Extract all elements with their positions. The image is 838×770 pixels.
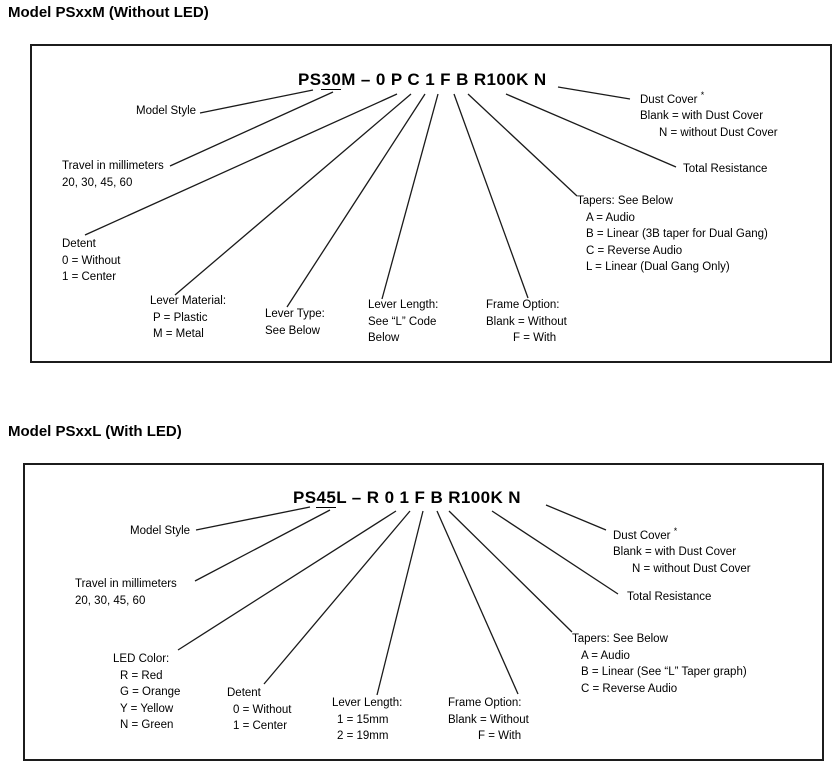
label-led-color: LED Color: R = Red G = Orange Y = Yellow… <box>113 651 180 734</box>
label-line: Detent <box>62 238 96 250</box>
label-line: Lever Length: <box>332 697 403 709</box>
label-detent: Detent 0 = Without 1 = Center <box>62 236 121 286</box>
label-line: N = without Dust Cover <box>632 562 751 575</box>
label-line: N = without Dust Cover <box>659 126 778 139</box>
label-travel: Travel in millimeters 20, 30, 45, 60 <box>62 158 164 191</box>
label-line: L = Linear (Dual Gang Only) <box>586 261 730 273</box>
label-line: N = Green <box>120 719 174 731</box>
label-line: A = Audio <box>586 211 635 224</box>
label-frame-option: Frame Option: Blank = Without F = With <box>486 297 567 347</box>
label-line: Total Resistance <box>627 591 712 603</box>
label-frame-option: Frame Option: Blank = Without F = With <box>448 695 529 745</box>
label-line: Lever Material: <box>150 295 227 307</box>
label-line: B = Linear (3B taper for Dual Gang) <box>586 228 768 240</box>
label-line: Lever Length: <box>368 299 439 311</box>
label-line: F = With <box>478 730 522 742</box>
label-tapers: Tapers: See Below A = Audio B = Linear (… <box>577 193 768 276</box>
label-line: A = Audio <box>581 649 630 662</box>
label-line: See Below <box>265 324 320 337</box>
label-line: Travel in millimeters <box>62 160 164 172</box>
label-line: G = Orange <box>120 686 181 698</box>
label-line: 1 = Center <box>233 720 288 732</box>
label-line: Y = Yellow <box>120 702 174 715</box>
label-detent: Detent 0 = Without 1 = Center <box>227 685 292 735</box>
label-dust-cover: Dust Cover * Blank = with Dust Cover N =… <box>640 87 778 141</box>
label-line: P = Plastic <box>153 311 208 324</box>
label-line: 0 = Without <box>233 703 292 716</box>
label-dust-cover: Dust Cover * Blank = with Dust Cover N =… <box>613 523 751 577</box>
asterisk: * <box>700 90 705 100</box>
section-l-part-number: PS45L – R 0 1 F B R100K N <box>293 488 521 508</box>
label-total-resistance: Total Resistance <box>683 161 767 178</box>
label-line: Blank = Without <box>448 713 529 726</box>
label-line: Dust Cover * <box>613 523 751 544</box>
label-lever-length: Lever Length: See “L” Code Below <box>368 297 438 347</box>
label-total-resistance: Total Resistance <box>627 589 711 606</box>
section-m-part-number: PS30M – 0 P C 1 F B R100K N <box>298 70 547 90</box>
label-line: Model Style <box>130 525 191 537</box>
label-line: Total Resistance <box>683 163 768 175</box>
dust-cover-title: Dust Cover <box>613 529 674 542</box>
pn-suffix: M – 0 P C 1 F B R100K N <box>341 70 547 89</box>
label-line: Blank = Without <box>486 315 567 328</box>
label-line: Frame Option: <box>486 299 560 311</box>
label-line: 20, 30, 45, 60 <box>75 594 146 607</box>
label-line: Blank = with Dust Cover <box>613 546 737 559</box>
label-line: Blank = with Dust Cover <box>640 110 764 123</box>
label-lever-length: Lever Length: 1 = 15mm 2 = 19mm <box>332 695 402 745</box>
label-lever-type: Lever Type: See Below <box>265 306 325 339</box>
label-tapers: Tapers: See Below A = Audio B = Linear (… <box>572 631 747 697</box>
label-line: Dust Cover * <box>640 87 778 108</box>
pn-prefix: PS <box>298 70 322 89</box>
label-line: Frame Option: <box>448 697 522 709</box>
label-line: 2 = 19mm <box>337 730 389 742</box>
label-line: F = With <box>513 332 557 344</box>
label-line: Detent <box>227 687 261 699</box>
label-line: 1 = 15mm <box>337 713 389 726</box>
section-l-box <box>23 463 824 761</box>
label-lever-material: Lever Material: P = Plastic M = Metal <box>150 293 226 343</box>
label-line: 1 = Center <box>62 271 117 283</box>
label-travel: Travel in millimeters 20, 30, 45, 60 <box>75 576 177 609</box>
pn-travel-code: 45 <box>316 488 337 508</box>
label-line: R = Red <box>120 669 163 682</box>
label-line: 20, 30, 45, 60 <box>62 176 133 189</box>
section-m-title: Model PSxxM (Without LED) <box>8 4 209 21</box>
label-line: Travel in millimeters <box>75 578 177 590</box>
label-line: Model Style <box>136 105 197 117</box>
label-line: Lever Type: <box>265 308 325 320</box>
label-line: See “L” Code <box>368 315 437 328</box>
label-line: 0 = Without <box>62 254 121 267</box>
label-model-style: Model Style <box>136 103 196 120</box>
label-line: B = Linear (See “L” Taper graph) <box>581 666 747 678</box>
label-line: Tapers: See Below <box>572 633 668 645</box>
section-l-title: Model PSxxL (With LED) <box>8 423 182 440</box>
label-line: M = Metal <box>153 328 204 340</box>
label-line: C = Reverse Audio <box>581 682 678 695</box>
asterisk: * <box>673 526 678 536</box>
label-line: LED Color: <box>113 653 170 665</box>
label-line: C = Reverse Audio <box>586 244 683 257</box>
section-m-box <box>30 44 832 363</box>
label-model-style: Model Style <box>130 523 190 540</box>
dust-cover-title: Dust Cover <box>640 93 701 106</box>
label-line: Tapers: See Below <box>577 195 673 207</box>
pn-travel-code: 30 <box>321 70 342 90</box>
label-line: Below <box>368 332 400 344</box>
pn-prefix: PS <box>293 488 317 507</box>
pn-suffix: L – R 0 1 F B R100K N <box>336 488 521 507</box>
